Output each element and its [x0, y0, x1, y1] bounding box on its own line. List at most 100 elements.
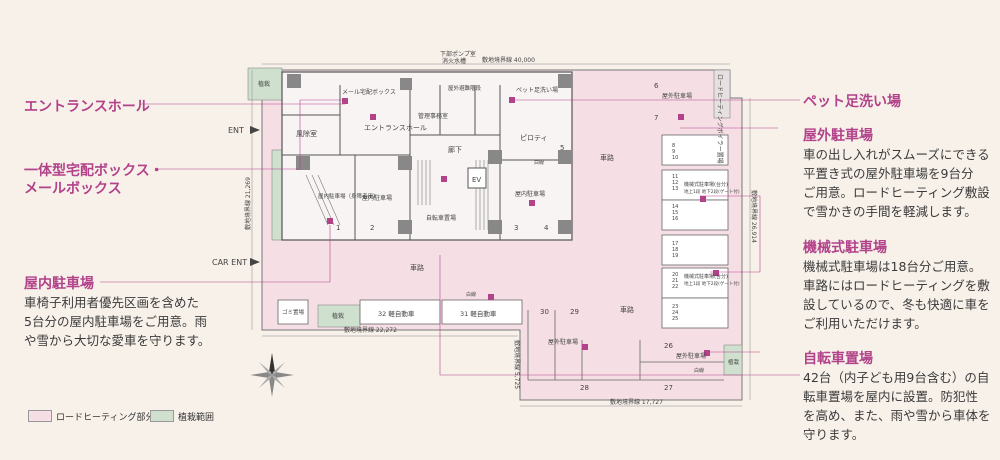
leader-line	[299, 99, 345, 169]
site-plan	[247, 63, 751, 407]
column	[488, 220, 502, 234]
stall-number: 29	[570, 308, 579, 316]
stall-number: 13	[672, 186, 678, 192]
stall-number: 18	[672, 247, 678, 253]
marker	[678, 114, 684, 120]
driveway-label: 車路	[600, 153, 614, 162]
column	[488, 150, 502, 164]
stall-number: 26	[664, 342, 673, 350]
marker	[582, 344, 588, 350]
ent-label: ENT	[228, 126, 244, 135]
delivery-box-callout: 一体型宅配ボックス・	[24, 163, 164, 179]
mechanical-parking-description: 機械式駐車場は18台分ご用意。 車路にはロードヒーティングを敷 設しているので、…	[803, 257, 993, 333]
stall-number: 5	[560, 144, 564, 152]
stall-number: 22	[672, 284, 678, 290]
trash-area	[277, 299, 309, 325]
boiler-label: ロードヒーティングボイラー置場	[716, 74, 724, 164]
mech-parking-bay	[661, 199, 729, 231]
driveway-label: 車路	[410, 263, 424, 272]
trash-label: ゴミ置場	[282, 308, 305, 316]
stall-number: 30	[540, 308, 549, 316]
car-entrance-arrow-icon	[250, 258, 260, 266]
stall-number: 21	[672, 278, 678, 284]
outdoor-parking-label: 屋外駐車場	[676, 352, 706, 360]
stall-number: 24	[672, 310, 678, 316]
indoor-parking-label: 屋内駐車場	[362, 194, 392, 202]
car-ent-label: CAR ENT	[212, 258, 247, 267]
column	[398, 156, 412, 170]
description-line: 車椅子利用者優先区画を含めた	[24, 295, 200, 310]
stall-number: 11	[672, 174, 678, 180]
corridor-label: 廊下	[448, 145, 462, 154]
stall-number: 17	[672, 241, 678, 247]
planting-label: 植栽	[258, 80, 270, 88]
description-line: 5台分の屋内駐車場をご用意。雨	[24, 314, 207, 329]
mech-parking-bay	[661, 234, 729, 266]
description-line: 守ります。	[803, 427, 865, 442]
boundary-label: 敷地境界線 40,000	[482, 56, 535, 64]
boundary-label: 敷地境界線 21,269	[244, 177, 252, 230]
outdoor-parking-callout: 屋外駐車場	[803, 128, 873, 144]
description-line: で雪かきの手間を軽減します。	[803, 204, 977, 219]
description-line: や雪から大切な愛車を守ります。	[24, 333, 211, 348]
column	[398, 220, 412, 234]
mech-parking-label: 機械式駐車場(台分)	[684, 273, 728, 280]
mech-parking-bay	[661, 134, 729, 166]
legend-label-planting: 植栽範囲	[178, 413, 215, 423]
ev-label: EV	[472, 176, 481, 184]
boundary-label: 敷地境界線 17,727	[610, 398, 663, 406]
column	[287, 74, 301, 88]
marker	[488, 294, 494, 300]
boundary-label: 敷地境界線 5,725	[513, 340, 521, 389]
column	[296, 156, 310, 170]
delivery-box-callout-line2: メールボックス	[24, 181, 122, 197]
wheelchair-parking-label: 屋内駐車場（身障者用）	[318, 192, 379, 200]
stall-number: 8	[672, 143, 675, 149]
mech-parking-bay	[661, 297, 729, 329]
boundary-label: 敷地境界線 22,272	[344, 326, 397, 334]
stall-number: 3	[514, 224, 518, 232]
leader-line	[439, 255, 800, 376]
stall-number: 23	[672, 304, 678, 310]
marker	[441, 176, 447, 182]
description-line: 車路にはロードヒーティングを敷	[803, 278, 990, 293]
planting-label: 植栽	[728, 358, 740, 366]
planting-area	[247, 67, 283, 101]
elevator	[467, 167, 487, 189]
stall-number: 7	[654, 114, 658, 122]
mech-parking-label: 地上1段 地下2段(ゲート付)	[684, 280, 740, 287]
legend-swatch-road-heating	[28, 410, 52, 422]
stall-number: 2	[370, 224, 374, 232]
stall-number: 20	[672, 272, 678, 278]
mech-parking-label: 地上1段 地下2段(ゲート付)	[684, 188, 740, 195]
kei-car-label: 32 軽自動車	[378, 309, 415, 318]
stall-number: 1	[336, 224, 340, 232]
description-line: を高め、また、雨や雪から車体を	[803, 408, 991, 423]
marker	[370, 114, 376, 120]
indoor-parking-description: 車椅子利用者優先区画を含めた 5台分の屋内駐車場をご用意。雨 や雪から大切な愛車…	[24, 293, 224, 350]
marker	[704, 350, 710, 356]
leader-line	[100, 225, 331, 283]
outside-stairs-label: 屋外避難階段	[448, 84, 482, 92]
white-line-label: 白線	[694, 367, 704, 374]
stall-number: 15	[672, 210, 678, 216]
description-line: 転車置場を屋内に設置。防犯性	[803, 389, 979, 404]
leader-line	[700, 195, 761, 273]
stall-number: 12	[672, 180, 678, 186]
mailbox-label: メール宅配ボックス	[342, 88, 396, 96]
planting-area	[713, 69, 731, 119]
column	[558, 150, 572, 164]
pet-wash-label: ペット足洗い場	[516, 86, 558, 94]
legend-label-road-heating: ロードヒーティング部分	[56, 413, 155, 423]
stall-number: 16	[672, 216, 678, 222]
stall-number: 27	[664, 384, 673, 392]
column	[558, 220, 572, 234]
kei-car-stall	[441, 299, 523, 325]
windbreak-label: 風除室	[296, 129, 317, 138]
outdoor-parking-label: 屋外駐車場	[548, 338, 578, 346]
piloti-label: ピロティ	[520, 134, 548, 142]
marker	[713, 270, 719, 276]
description-line: 平置き式の屋外駐車場を9台分	[803, 166, 974, 181]
mech-parking-label: 機械式駐車場(台分)	[684, 181, 728, 188]
